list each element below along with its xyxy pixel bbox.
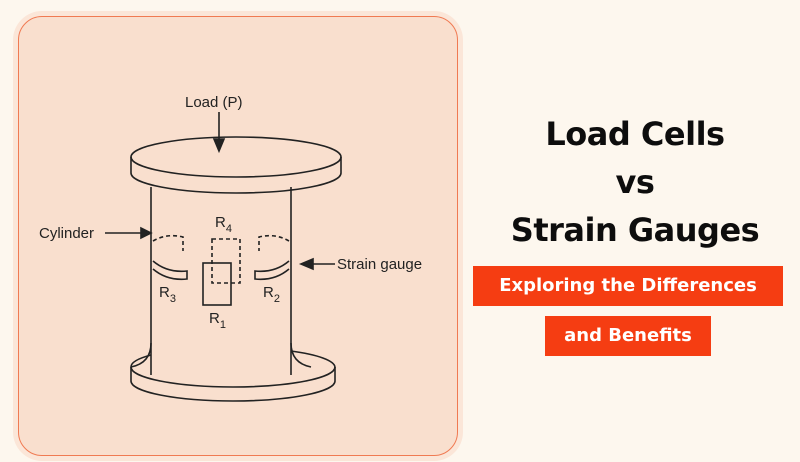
bottom-plate (130, 367, 336, 402)
subtitle-banner-2: and Benefits (545, 316, 711, 356)
r4-label: R4 (215, 214, 232, 235)
gauge-r2-back (258, 234, 290, 251)
strain-gauge-arrow-head (298, 257, 314, 271)
bottom-plate-back (130, 354, 152, 368)
bottom-fillet-right (290, 342, 312, 368)
title-line-3: Strain Gauges (510, 211, 760, 249)
bottom-plate-edge (130, 366, 336, 388)
load-arrow-head (212, 138, 226, 154)
gauge-r4 (211, 238, 241, 284)
top-plate-face (130, 136, 342, 178)
subtitle-banner-1: Exploring the Differences (473, 266, 783, 306)
strain-gauge-label: Strain gauge (337, 256, 422, 273)
gauge-r1 (202, 262, 232, 306)
load-cell-diagram: Load (P) Cylinder Strain gauge R4 R3 R2 … (39, 94, 422, 402)
top-plate (130, 157, 342, 194)
r2-label: R2 (263, 284, 280, 305)
gauge-r3-front (152, 260, 188, 281)
cylinder-arrow-head (140, 226, 153, 240)
diagram-panel: Load (P) Cylinder Strain gauge R4 R3 R2 … (18, 16, 458, 456)
title-line-1: Load Cells (545, 115, 725, 153)
gauge-r2-front (254, 260, 290, 281)
r1-label: R1 (209, 310, 226, 331)
load-label: Load (P) (185, 94, 243, 111)
r3-label: R3 (159, 284, 176, 305)
gauge-r3-back (152, 234, 184, 251)
bottom-fillet-left (130, 342, 152, 368)
title-line-2: vs (615, 163, 655, 201)
cylinder-label: Cylinder (39, 225, 94, 242)
